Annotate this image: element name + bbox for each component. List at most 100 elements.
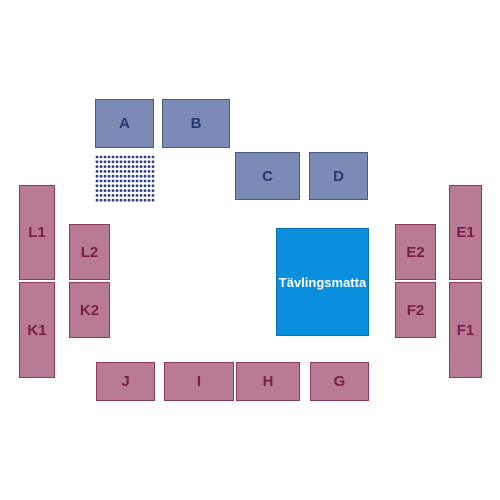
seat-dot[interactable]: [127, 174, 131, 178]
seat-dot[interactable]: [131, 194, 135, 197]
seat-dot[interactable]: [99, 179, 103, 183]
section-e1[interactable]: E1: [449, 185, 482, 280]
seat-dot[interactable]: [131, 184, 135, 188]
seat-dot[interactable]: [135, 155, 139, 159]
seat-dot[interactable]: [131, 160, 135, 164]
seat-dot[interactable]: [95, 160, 99, 164]
section-g[interactable]: G: [310, 362, 369, 401]
seat-dot[interactable]: [107, 198, 111, 202]
seat-dot[interactable]: [119, 194, 123, 197]
seat-dot[interactable]: [143, 198, 147, 202]
seat-dot[interactable]: [139, 174, 143, 178]
seat-dot[interactable]: [135, 194, 139, 197]
seat-dot[interactable]: [127, 198, 131, 202]
seat-dot[interactable]: [99, 198, 103, 202]
seat-dot[interactable]: [139, 189, 143, 192]
section-k1[interactable]: K1: [19, 282, 55, 378]
seat-dot[interactable]: [135, 170, 139, 173]
seat-dot[interactable]: [147, 189, 151, 192]
seat-dot[interactable]: [115, 155, 119, 159]
seat-dot[interactable]: [99, 160, 103, 164]
seat-dot[interactable]: [107, 194, 111, 197]
competition-mat[interactable]: Tävlingsmatta: [276, 228, 369, 336]
seat-dot[interactable]: [103, 155, 107, 159]
seat-dot[interactable]: [119, 165, 123, 168]
seat-dot[interactable]: [135, 174, 139, 178]
seat-dot[interactable]: [119, 184, 123, 188]
seat-dot[interactable]: [123, 194, 127, 197]
seat-dot[interactable]: [123, 155, 127, 159]
seat-dot[interactable]: [151, 194, 155, 197]
seat-dot[interactable]: [95, 165, 99, 168]
seat-dot[interactable]: [147, 174, 151, 178]
seat-dot[interactable]: [119, 198, 123, 202]
seat-dot[interactable]: [135, 165, 139, 168]
seat-dot[interactable]: [119, 174, 123, 178]
seat-dot[interactable]: [139, 155, 143, 159]
seat-dot[interactable]: [131, 189, 135, 192]
seat-dot[interactable]: [103, 170, 107, 173]
seat-dot[interactable]: [119, 189, 123, 192]
seat-dot[interactable]: [139, 170, 143, 173]
seat-dot[interactable]: [127, 179, 131, 183]
seat-dot[interactable]: [107, 165, 111, 168]
seat-dot[interactable]: [115, 198, 119, 202]
seat-dot[interactable]: [111, 170, 115, 173]
section-h[interactable]: H: [236, 362, 300, 401]
seat-dot[interactable]: [103, 198, 107, 202]
seat-dot[interactable]: [127, 170, 131, 173]
seat-dot[interactable]: [95, 155, 99, 159]
seat-dot[interactable]: [135, 198, 139, 202]
seat-dot[interactable]: [99, 194, 103, 197]
seat-dot[interactable]: [131, 170, 135, 173]
seat-dot[interactable]: [107, 174, 111, 178]
seat-dot[interactable]: [111, 198, 115, 202]
seat-dot[interactable]: [103, 194, 107, 197]
section-e2[interactable]: E2: [395, 224, 436, 280]
seat-dot[interactable]: [127, 189, 131, 192]
seat-dot[interactable]: [103, 179, 107, 183]
seat-dot[interactable]: [147, 198, 151, 202]
seat-dot[interactable]: [115, 170, 119, 173]
seat-dot[interactable]: [103, 174, 107, 178]
seat-dot[interactable]: [127, 184, 131, 188]
seat-dot[interactable]: [147, 179, 151, 183]
seat-dot[interactable]: [107, 179, 111, 183]
seat-dot[interactable]: [123, 170, 127, 173]
seat-dot[interactable]: [123, 184, 127, 188]
seat-dot[interactable]: [131, 155, 135, 159]
section-f2[interactable]: F2: [395, 282, 436, 338]
seat-dot[interactable]: [123, 198, 127, 202]
seat-dot[interactable]: [99, 165, 103, 168]
seat-dot[interactable]: [147, 184, 151, 188]
seat-dot[interactable]: [131, 179, 135, 183]
seat-dot[interactable]: [103, 189, 107, 192]
seat-dot[interactable]: [95, 170, 99, 173]
seat-dot[interactable]: [99, 184, 103, 188]
seat-dot[interactable]: [115, 194, 119, 197]
seat-dot[interactable]: [143, 155, 147, 159]
seat-dot[interactable]: [119, 179, 123, 183]
section-f1[interactable]: F1: [449, 282, 482, 378]
seat-dot[interactable]: [143, 170, 147, 173]
seat-dot[interactable]: [151, 189, 155, 192]
seat-dot[interactable]: [151, 184, 155, 188]
seat-dot[interactable]: [151, 198, 155, 202]
seat-dot[interactable]: [127, 165, 131, 168]
seat-dot[interactable]: [111, 174, 115, 178]
seat-dot[interactable]: [111, 194, 115, 197]
seat-dot[interactable]: [147, 160, 151, 164]
seat-dot[interactable]: [139, 165, 143, 168]
seat-grid[interactable]: [95, 155, 157, 203]
seat-dot[interactable]: [147, 194, 151, 197]
seat-dot[interactable]: [103, 165, 107, 168]
seat-dot[interactable]: [151, 160, 155, 164]
seat-dot[interactable]: [115, 160, 119, 164]
seat-dot[interactable]: [103, 160, 107, 164]
seat-dot[interactable]: [95, 174, 99, 178]
seat-dot[interactable]: [151, 179, 155, 183]
seat-dot[interactable]: [139, 184, 143, 188]
section-c[interactable]: C: [235, 152, 300, 200]
seat-dot[interactable]: [111, 155, 115, 159]
seat-dot[interactable]: [151, 174, 155, 178]
